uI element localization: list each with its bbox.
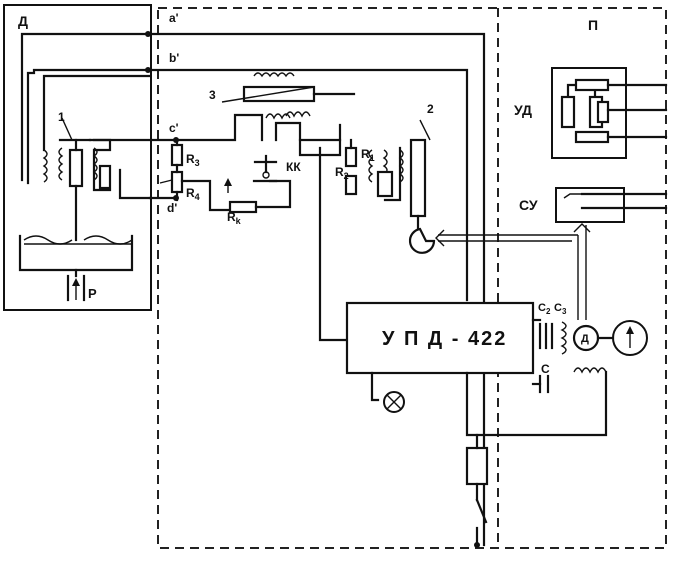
terminal-bottom — [474, 542, 480, 548]
wire-b-left — [42, 74, 152, 152]
ud-resistor-inner — [596, 100, 610, 124]
amplifier-label: У П Д - 422 — [382, 328, 507, 350]
resistor-r2 — [344, 174, 358, 196]
fuse — [465, 446, 489, 486]
ref-coil-1 — [265, 113, 291, 120]
ud-resistor-top — [574, 78, 610, 92]
su-contacts — [563, 193, 582, 199]
node-a — [145, 31, 151, 37]
shaft-arrow — [435, 229, 445, 247]
amplifier-box — [345, 301, 535, 375]
lamp-wiring — [370, 371, 380, 402]
ud-resistor-left — [560, 95, 576, 129]
slidewire-coil — [253, 72, 295, 78]
pressure-arrowhead — [72, 278, 80, 286]
ud-frame — [551, 67, 627, 159]
kk-label: КК — [286, 160, 301, 174]
excitation-coil — [573, 367, 607, 374]
slidewire-pointer — [221, 86, 315, 103]
wire-b — [26, 68, 469, 302]
r2-label: R2 — [335, 165, 349, 181]
motor-coil — [560, 321, 567, 355]
sensor2-core — [376, 170, 394, 198]
element-2-pointer — [419, 119, 431, 141]
su-frame — [555, 187, 625, 223]
block-d-label: Д — [18, 13, 28, 29]
shaft-arrow-up — [573, 223, 591, 233]
rk-label: Rk — [227, 210, 242, 226]
resistor-r3 — [170, 143, 184, 167]
c3-label: C3 — [554, 302, 567, 316]
c-label: C — [541, 362, 550, 376]
wire-a — [20, 32, 486, 547]
ud-resistor-bottom — [574, 130, 610, 144]
pressure-label: P — [88, 286, 97, 301]
rk-wire-left — [180, 179, 232, 212]
point-d-label: d' — [167, 201, 177, 215]
r3-label: R3 — [186, 152, 200, 168]
num-2-label: 2 — [427, 102, 434, 116]
node-b — [145, 67, 151, 73]
rk-wire-right — [254, 179, 292, 209]
power-switch — [475, 498, 488, 524]
ud-label: УД — [514, 102, 532, 118]
tacho-arrowhead — [626, 326, 634, 334]
sensor1-secondary-coil — [58, 147, 64, 181]
rk-arrowhead — [224, 178, 232, 186]
resistor-r4 — [170, 170, 184, 194]
wire-to-d — [118, 168, 152, 200]
point-b-label: b' — [169, 51, 179, 65]
sensor1-pointer — [61, 117, 73, 141]
point-a-label: a' — [169, 11, 179, 25]
su-label: СУ — [519, 197, 538, 213]
sensor2-coil-a — [368, 149, 374, 183]
wire-to-amp-left — [318, 146, 349, 342]
tachogenerator — [612, 320, 648, 356]
wire-c — [88, 113, 264, 142]
ref-wire — [274, 121, 342, 142]
resistor-r1 — [344, 146, 358, 168]
block-p-label: П — [588, 17, 598, 33]
lamp-cross-2 — [386, 394, 402, 410]
element-2 — [409, 138, 427, 218]
ref-coil-2 — [285, 111, 311, 118]
num-3-label: 3 — [209, 88, 216, 102]
block-d-frame — [3, 4, 152, 311]
capsule-membrane — [23, 235, 133, 245]
sensor1-core — [68, 148, 84, 188]
r4-label: R4 — [186, 186, 200, 202]
motor-letter: Д — [581, 333, 589, 345]
num-1-label: 1 — [58, 110, 65, 124]
node-d — [173, 195, 179, 201]
point-c-label: c' — [169, 121, 179, 135]
r4-wiper — [159, 179, 173, 184]
sensor2-coil-c — [398, 149, 404, 183]
kk-contact — [262, 171, 270, 179]
sensor1-primary-coil — [42, 149, 48, 183]
excitation-return — [465, 370, 608, 437]
cam-disc — [408, 227, 436, 254]
coupling-core — [98, 164, 112, 190]
c2-label: C2 — [538, 302, 551, 316]
indicator-lamp — [383, 391, 405, 413]
r1-label: R1 — [361, 147, 375, 163]
